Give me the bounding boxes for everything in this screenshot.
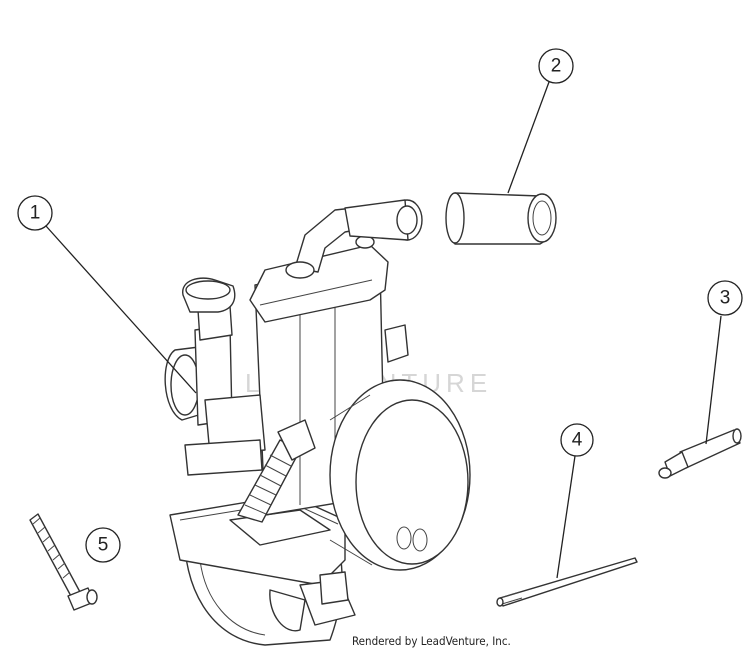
callout-4: 4 [556, 423, 594, 579]
leader-line-4 [556, 455, 576, 579]
leader-line-1 [45, 225, 197, 394]
callout-circle-2 [538, 48, 574, 84]
callout-number-3: 3 [720, 288, 731, 309]
intake-sleeve-part [445, 192, 557, 245]
jet-needle-part [496, 557, 638, 607]
callout-3: 3 [705, 280, 743, 445]
callout-number-4: 4 [572, 430, 583, 451]
callout-number-1: 1 [30, 203, 41, 224]
callout-5: 5 [85, 527, 121, 563]
leader-line-3 [705, 315, 722, 445]
screw-part [29, 513, 98, 611]
callout-circle-3 [707, 280, 743, 316]
jet-part [658, 428, 742, 479]
leader-line-2 [507, 81, 550, 194]
render-credit: Rendered by LeadVenture, Inc. [352, 634, 511, 648]
carburetor-part [164, 199, 471, 646]
callout-number-5: 5 [98, 535, 109, 556]
callout-1: 1 [17, 195, 197, 394]
callout-circle-4 [560, 423, 594, 457]
callout-circle-5 [85, 527, 121, 563]
callout-number-2: 2 [551, 56, 562, 77]
callout-2: 2 [507, 48, 574, 194]
callout-circle-1 [17, 195, 53, 231]
